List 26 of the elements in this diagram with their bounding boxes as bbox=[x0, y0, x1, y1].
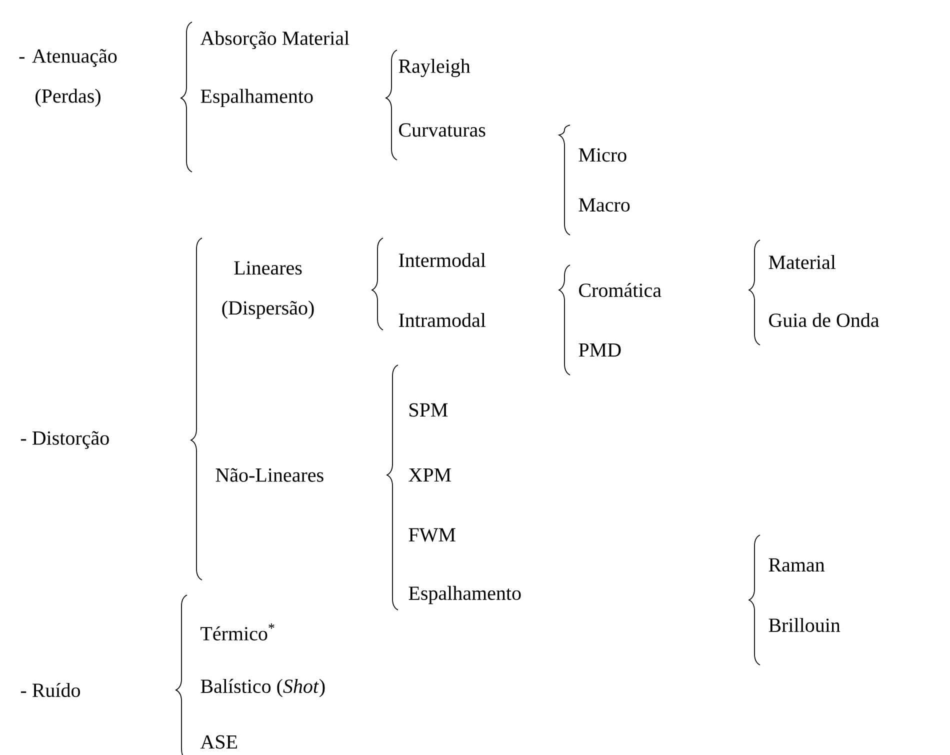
label-text: Guia de Onda bbox=[769, 312, 879, 328]
label-text: Macro bbox=[578, 198, 630, 212]
label-text: Espalhamento bbox=[200, 88, 313, 108]
label-text: - Atenuação (Perdas) bbox=[19, 49, 117, 107]
label-text: Micro bbox=[578, 148, 626, 162]
label-text: - Distorção bbox=[20, 431, 109, 449]
label-text: Raman bbox=[768, 558, 825, 572]
label-text: Balístico (Shot) bbox=[200, 678, 325, 698]
label-text: Não-Lineares bbox=[216, 468, 324, 482]
label-text: Rayleigh bbox=[398, 58, 470, 78]
label-text: Espalhamento bbox=[408, 586, 521, 604]
label-text: FWM bbox=[408, 528, 456, 542]
label-text: Absorção Material bbox=[200, 30, 350, 50]
label-text: - Ruído bbox=[20, 682, 80, 698]
label-text: Brillouin bbox=[768, 618, 840, 632]
label-text: XPM bbox=[408, 468, 451, 482]
label-text: Intermodal bbox=[398, 252, 486, 268]
label-text: SPM bbox=[410, 403, 448, 417]
label-text: Intramodal bbox=[398, 312, 486, 328]
label-text: Lineares (Dispersão) bbox=[222, 261, 314, 319]
label-text: Térmico$^{*}$ bbox=[200, 624, 274, 640]
label-text: Material bbox=[768, 254, 836, 270]
label-text: Curvaturas bbox=[399, 123, 486, 137]
label-text: Cromática bbox=[579, 282, 662, 298]
label-text: PMD bbox=[578, 343, 621, 357]
label-text: ASE bbox=[200, 735, 237, 749]
